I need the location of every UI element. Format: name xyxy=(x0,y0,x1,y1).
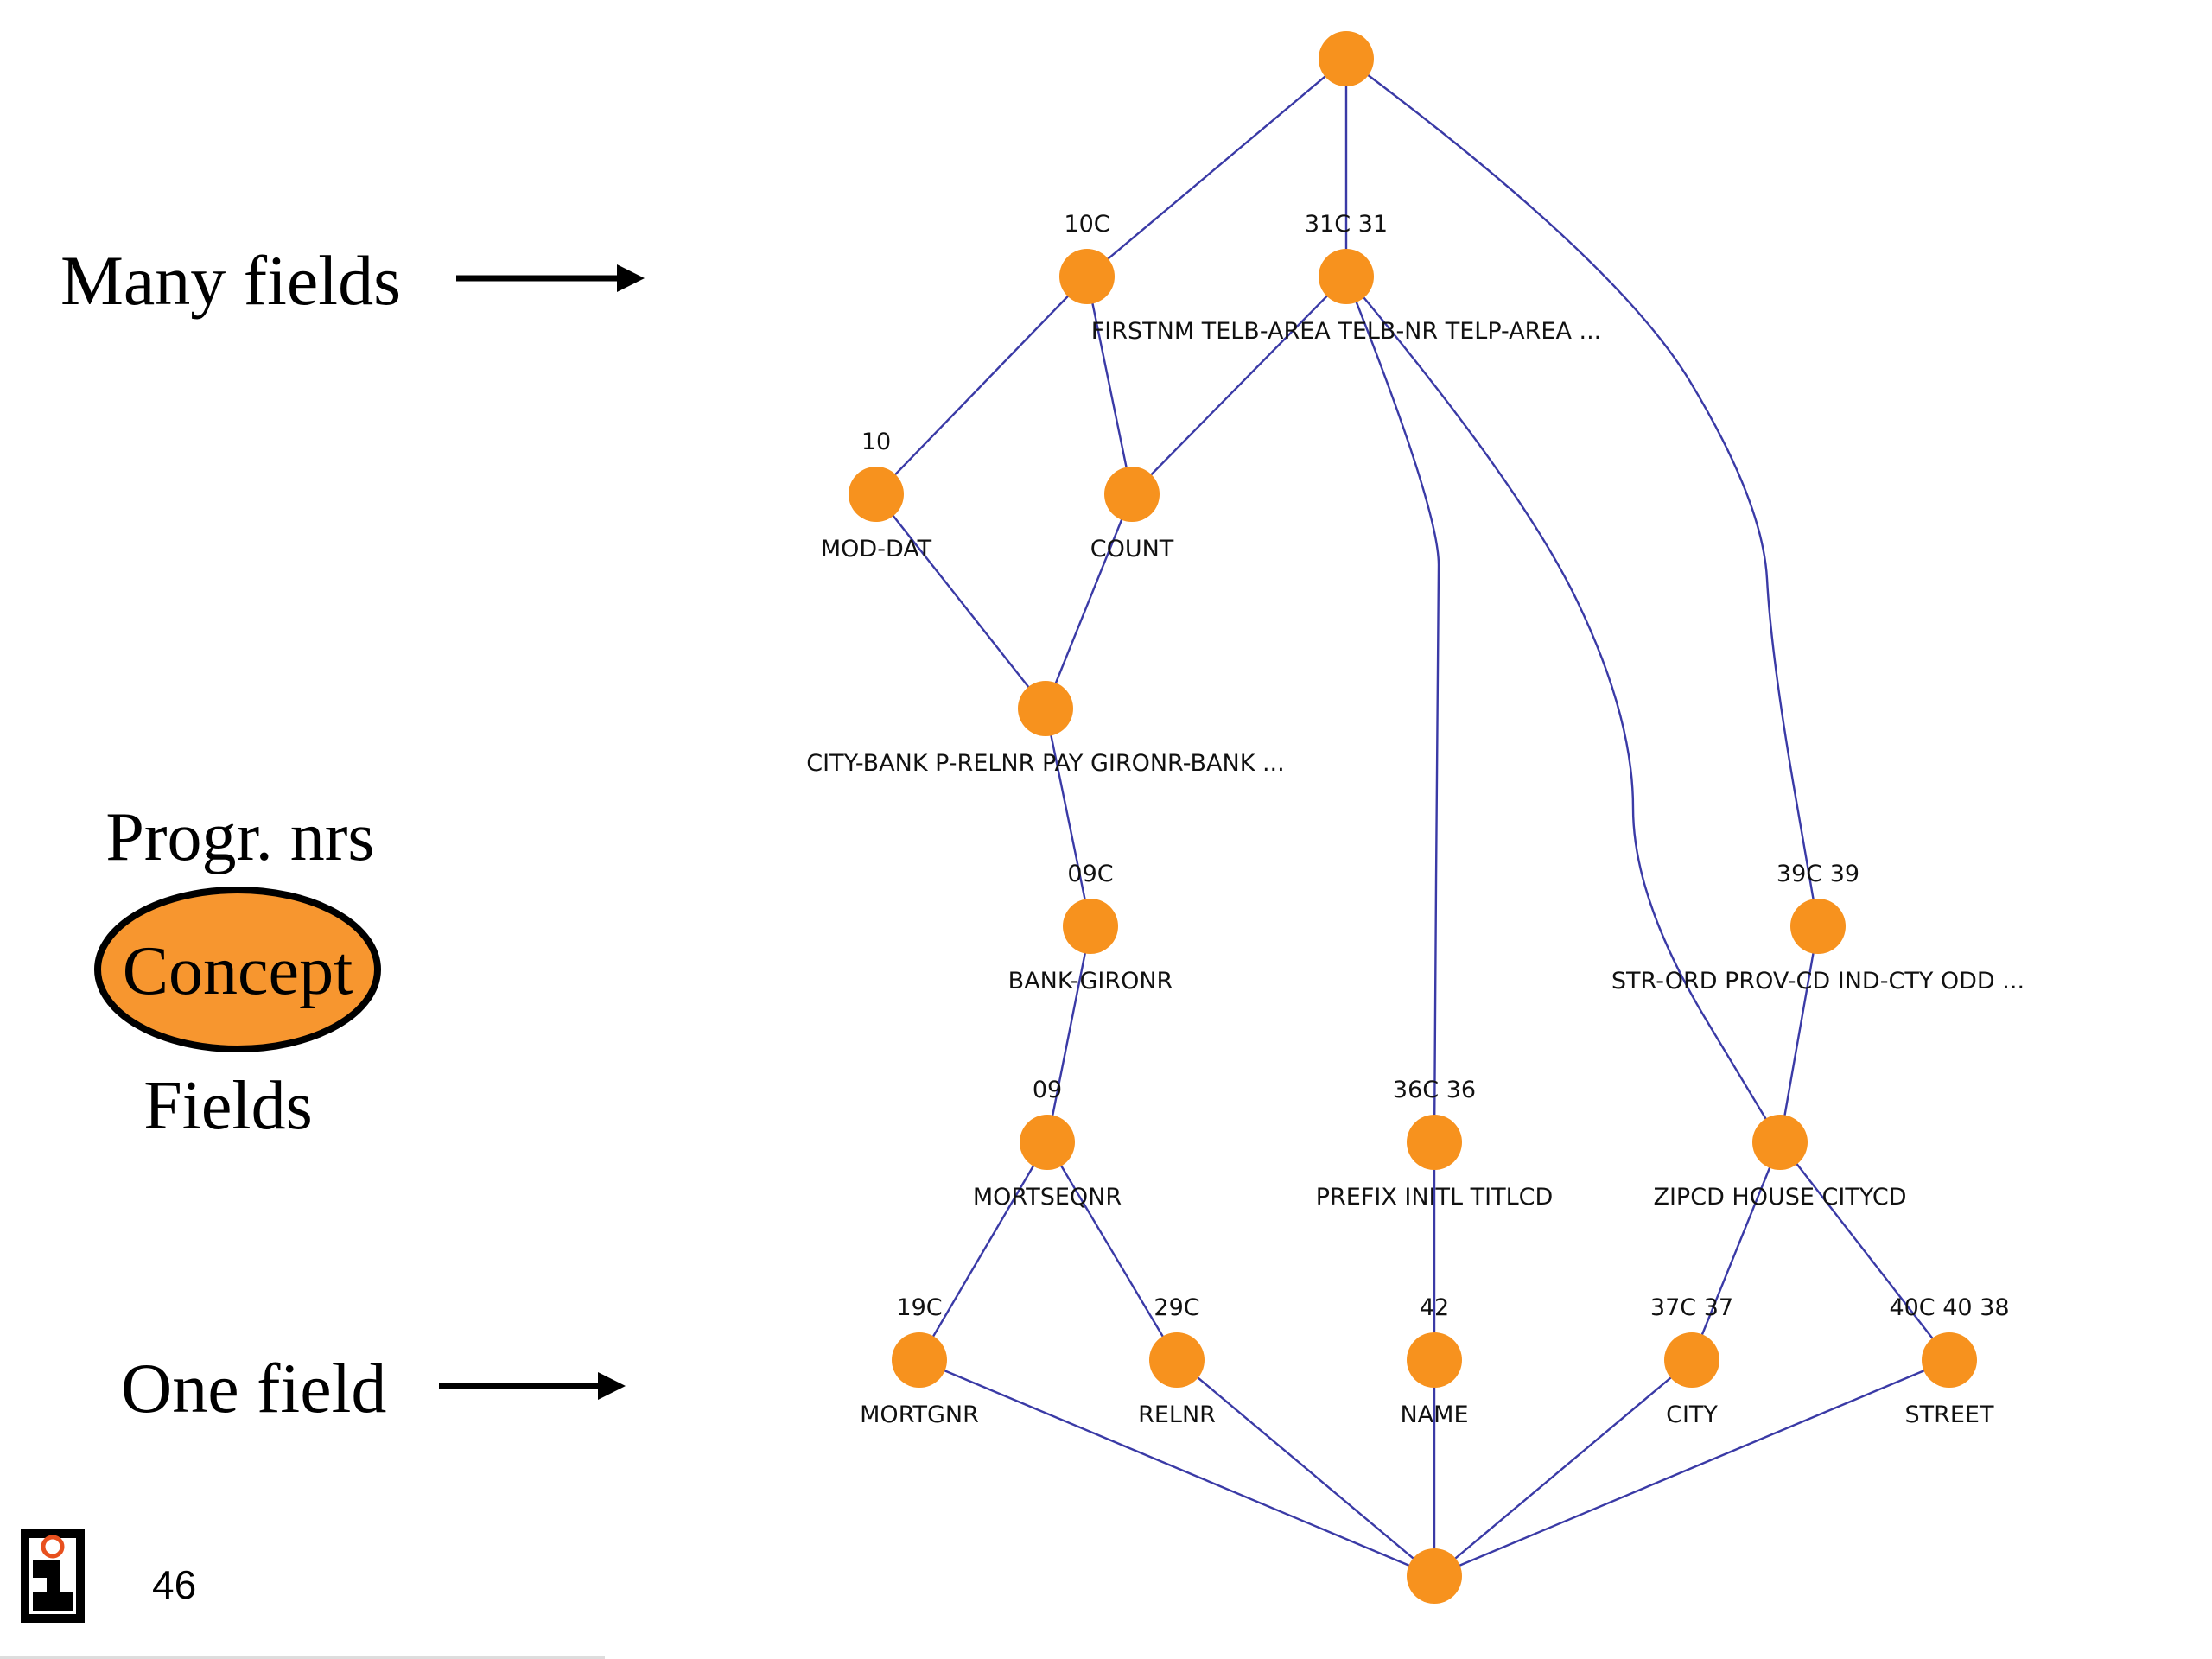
concept-node-n09C[interactable]: 09C BANK-GIRONR xyxy=(1008,861,1173,995)
institute-logo-icon xyxy=(21,1529,85,1623)
node-progr-label: 10C xyxy=(1064,211,1109,238)
edge-n19C-bottom xyxy=(918,1358,1435,1578)
edge-nCount-nCityBank xyxy=(1044,493,1134,709)
concept-circle[interactable] xyxy=(1063,899,1118,954)
edge-n10C-nCount xyxy=(1085,276,1134,495)
concept-node-nCityBank[interactable]: CITY-BANK P-RELNR PAY GIRONR-BANK ... xyxy=(806,681,1285,777)
edge-n40-bottom xyxy=(1433,1358,1950,1578)
concept-node-n10C[interactable]: 10C xyxy=(1059,211,1115,304)
concept-circle[interactable] xyxy=(1664,1332,1719,1388)
concept-node-nCount[interactable]: COUNT xyxy=(1090,467,1174,563)
edge-n09-n19C xyxy=(918,1141,1049,1361)
concept-node-n29C[interactable]: 29C RELNR xyxy=(1138,1294,1216,1428)
node-fields-label: STR-ORD PROV-CD IND-CTY ODD ... xyxy=(1611,968,2024,995)
node-fields-label: FIRSTNM TELB-AREA TELB-NR TELP-AREA ... xyxy=(1091,318,1602,345)
edge-nZip-n40 xyxy=(1779,1141,1950,1361)
concept-circle[interactable] xyxy=(1407,1548,1462,1604)
node-fields-label: MORTSEQNR xyxy=(973,1184,1122,1211)
concept-circle[interactable] xyxy=(1104,467,1160,522)
node-progr-label: 31C 31 xyxy=(1305,211,1388,238)
fields-label: Fields xyxy=(143,1068,313,1144)
concept-node-n39[interactable]: 39C 39 STR-ORD PROV-CD IND-CTY ODD ... xyxy=(1611,861,2024,995)
concept-node-n37[interactable]: 37C 37 CITY xyxy=(1650,1294,1733,1428)
node-progr-label: 10 xyxy=(861,429,891,455)
node-progr-label: 09C xyxy=(1067,861,1113,887)
node-fields-label: MOD-DAT xyxy=(821,536,932,563)
concept-node-n40[interactable]: 40C 40 38 STREET xyxy=(1889,1294,2009,1428)
concept-circle[interactable] xyxy=(1922,1332,1977,1388)
edge-n31-nZip xyxy=(1345,276,1782,1143)
concept-circle[interactable] xyxy=(1020,1115,1075,1170)
node-progr-label: 40C 40 38 xyxy=(1889,1294,2009,1321)
concept-circle[interactable] xyxy=(1407,1115,1462,1170)
one-field-arrow-icon xyxy=(439,1372,626,1400)
node-progr-label: 42 xyxy=(1420,1294,1449,1321)
node-fields-label: CITY-BANK P-RELNR PAY GIRONR-BANK ... xyxy=(806,750,1284,777)
edge-n09C-n09 xyxy=(1046,925,1092,1143)
edge-nCityBank-n09C xyxy=(1044,708,1092,927)
one-field-label: One field xyxy=(121,1349,386,1427)
edge-n10C-n10 xyxy=(875,276,1088,495)
edge-nZip-n37 xyxy=(1690,1141,1782,1361)
node-fields-label: ZIPCD HOUSE CITYCD xyxy=(1653,1184,1906,1211)
edge-top-n39 xyxy=(1345,58,1820,927)
node-progr-label: 29C xyxy=(1154,1294,1199,1321)
concept-circle[interactable] xyxy=(1752,1115,1808,1170)
many-fields-arrow-icon xyxy=(456,264,645,292)
node-fields-label: COUNT xyxy=(1090,536,1174,563)
edge-n10-nCityBank xyxy=(875,493,1046,709)
node-fields-label: STREET xyxy=(1904,1402,1994,1428)
concept-node-n19C[interactable]: 19C MORTGNR xyxy=(860,1294,979,1428)
concept-circle[interactable] xyxy=(849,467,904,522)
edge-n37-bottom xyxy=(1433,1359,1693,1577)
concept-node-n36[interactable]: 36C 36 PREFIX INITL TITLCD xyxy=(1316,1077,1554,1211)
concept-circle[interactable] xyxy=(1149,1332,1205,1388)
concept-circle[interactable] xyxy=(1059,249,1115,304)
concept-node-top[interactable] xyxy=(1319,31,1374,86)
node-fields-label: CITY xyxy=(1666,1402,1718,1428)
progr-nrs-label: Progr. nrs xyxy=(105,799,374,875)
node-fields-label: PREFIX INITL TITLCD xyxy=(1316,1184,1554,1211)
concept-circle[interactable] xyxy=(1407,1332,1462,1388)
legend: Many fields Progr. nrs Concept Fields On… xyxy=(60,241,645,1427)
concept-circle[interactable] xyxy=(1790,899,1846,954)
concept-circle[interactable] xyxy=(1319,31,1374,86)
edge-top-n10C xyxy=(1086,58,1347,277)
edge-n31-n36 xyxy=(1344,276,1440,1143)
node-progr-label: 36C 36 xyxy=(1393,1077,1476,1103)
node-fields-label: BANK-GIRONR xyxy=(1008,968,1173,995)
node-fields-label: RELNR xyxy=(1138,1402,1216,1428)
concept-node-bottom[interactable] xyxy=(1407,1548,1462,1604)
concept-circle[interactable] xyxy=(1319,249,1374,304)
node-progr-label: 39C 39 xyxy=(1777,861,1859,887)
node-progr-label: 19C xyxy=(896,1294,942,1321)
lattice-edges xyxy=(875,58,1950,1578)
concept-node-nZip[interactable]: ZIPCD HOUSE CITYCD xyxy=(1653,1115,1907,1211)
node-fields-label: MORTGNR xyxy=(860,1402,979,1428)
edge-n29C-bottom xyxy=(1176,1359,1435,1577)
concept-node-n31[interactable]: 31C 31 FIRSTNM TELB-AREA TELB-NR TELP-ARE… xyxy=(1091,211,1602,345)
edge-n31-nCount xyxy=(1131,276,1347,495)
lattice-nodes: 10C 31C 31 FIRSTNM TELB-AREA TELB-NR TELP-… xyxy=(806,31,2024,1604)
many-fields-label: Many fields xyxy=(60,241,401,320)
edge-n09-n29C xyxy=(1046,1141,1179,1361)
concept-circle[interactable] xyxy=(892,1332,947,1388)
node-fields-label: NAME xyxy=(1400,1402,1468,1428)
edge-n39-nZip xyxy=(1778,925,1820,1143)
node-progr-label: 09 xyxy=(1033,1077,1062,1103)
concept-label: Concept xyxy=(123,933,353,1009)
concept-legend-ellipse xyxy=(94,887,381,1052)
page-number: 46 xyxy=(152,1562,196,1607)
concept-circle[interactable] xyxy=(1018,681,1073,736)
node-progr-label: 37C 37 xyxy=(1650,1294,1733,1321)
